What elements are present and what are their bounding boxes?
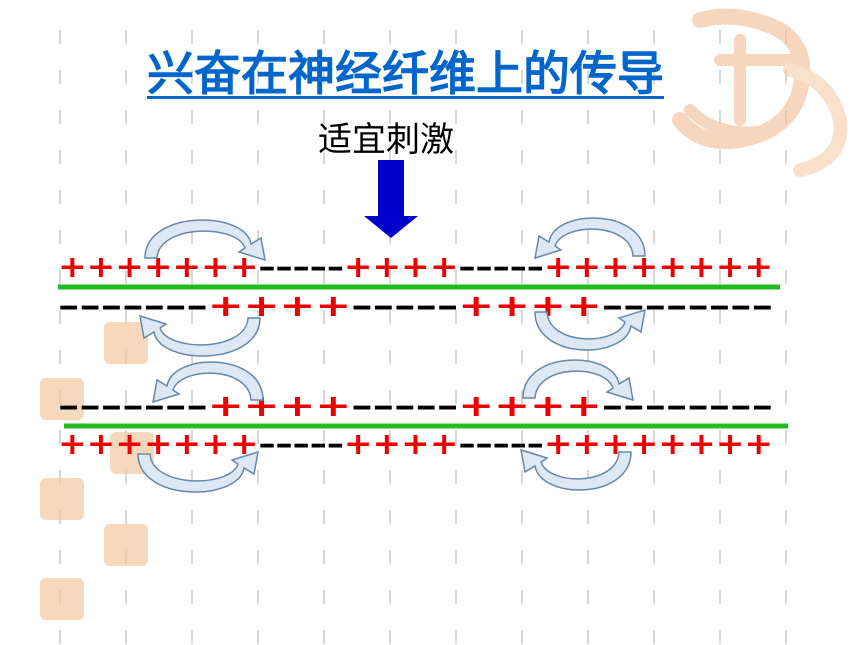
curved-arrow-icon	[534, 217, 646, 260]
curved-arrow-icon	[534, 308, 646, 351]
positive-charges: +++++++	[58, 427, 258, 462]
charge-row-bottom-inner: +++++++–––––++++–––––++++++++	[58, 427, 773, 462]
positive-charges: ++++	[344, 250, 459, 285]
charge-row-top-outer: +++++++–––––++++–––––++++++++	[58, 250, 773, 285]
charge-row-top-inner: –––––––++++–––––++++––––––––	[58, 289, 773, 324]
curved-arrow-icon	[520, 448, 632, 491]
watermark-stamps	[40, 322, 154, 620]
positive-charges: +++++++	[58, 250, 258, 285]
negative-charges: –––––	[351, 289, 458, 324]
local-current-arrows	[137, 217, 646, 493]
stimulus-label: 适宜刺激	[318, 120, 454, 160]
curved-arrow-icon	[139, 314, 261, 357]
curved-arrow-icon	[152, 361, 264, 404]
watermark-seal-large	[672, 8, 848, 177]
seal-stamp-icon	[40, 478, 84, 520]
stimulus-arrow-icon	[364, 160, 418, 238]
negative-charges: –––––––	[58, 389, 208, 424]
positive-charges: ++++	[208, 389, 351, 424]
negative-charges: –––––––	[58, 289, 208, 324]
curved-arrow-icon	[137, 450, 259, 493]
positive-charges: ++++	[458, 289, 601, 324]
charge-row-bottom-outer: –––––––++++–––––++++––––––––	[58, 389, 773, 424]
positive-charges: ++++++++	[544, 427, 773, 462]
negative-charges: –––––	[458, 250, 543, 285]
seal-stamp-icon	[40, 378, 84, 420]
page-title: 兴奋在神经纤维上的传导	[147, 47, 664, 102]
seal-stamp-icon	[40, 578, 84, 620]
negative-charges: –––––	[258, 427, 343, 462]
positive-charges: ++++	[208, 289, 351, 324]
negative-charges: –––––	[258, 250, 343, 285]
positive-charges: ++++++++	[544, 250, 773, 285]
curved-arrow-icon	[522, 359, 634, 402]
seal-stamp-icon	[104, 524, 148, 566]
curved-arrow-icon	[144, 219, 266, 262]
seal-stamp-icon	[104, 322, 148, 364]
negative-charges: –––––	[351, 389, 458, 424]
positive-charges: ++++	[344, 427, 459, 462]
